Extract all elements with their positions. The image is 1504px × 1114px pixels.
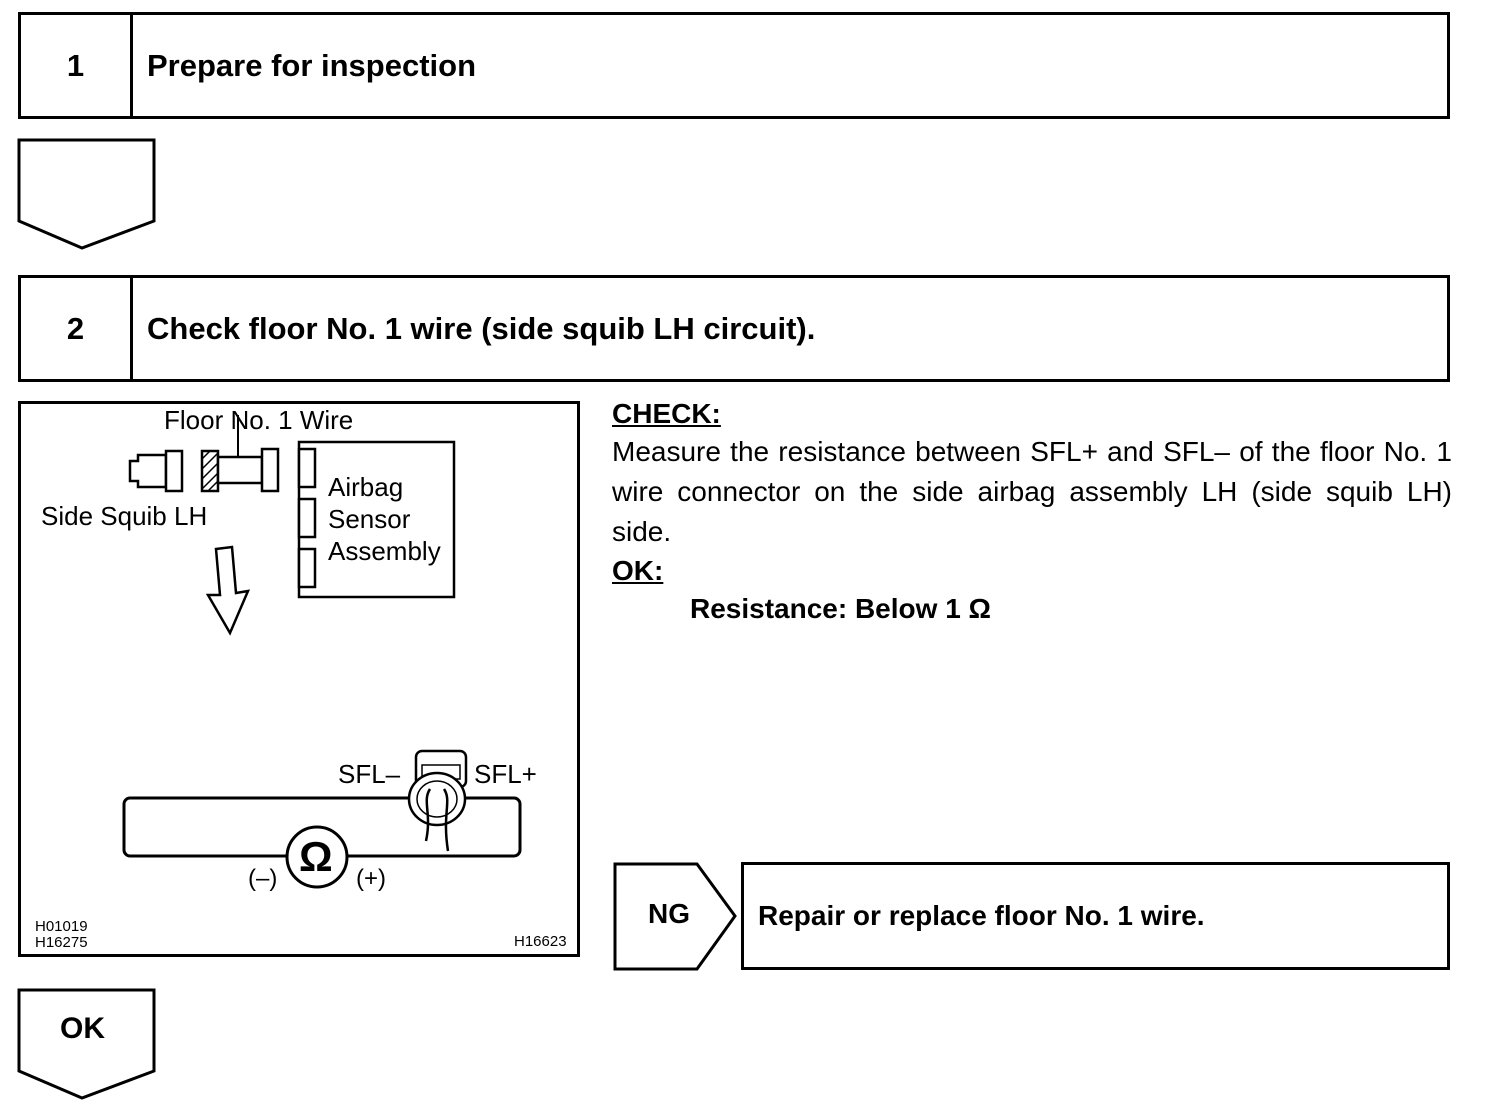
- ng-action-text: Repair or replace floor No. 1 wire.: [758, 900, 1205, 931]
- ohmmeter: [285, 825, 349, 889]
- ok-label: OK: [60, 1012, 105, 1045]
- step-2-header: 2 Check floor No. 1 wire (side squib LH …: [18, 275, 1450, 382]
- step-2-title: Check floor No. 1 wire (side squib LH ci…: [147, 310, 816, 346]
- step-1-header: 1 Prepare for inspection: [18, 12, 1450, 119]
- resistance-spec: Resistance: Below 1 Ω: [690, 593, 991, 624]
- down-arrow-icon: [205, 545, 251, 636]
- figure-code-right: H16623: [514, 933, 567, 950]
- airbag-sensor-label: Airbag Sensor Assembly: [328, 472, 441, 566]
- diagram-drawing: [18, 401, 580, 957]
- ng-right-arrow: [613, 862, 737, 971]
- check-section: CHECK: Measure the resistance between SF…: [612, 396, 1452, 628]
- side-squib-label: Side Squib LH: [41, 501, 208, 531]
- step-1-number: 1: [21, 15, 133, 116]
- ok-heading: OK:: [612, 555, 664, 586]
- step-2-number: 2: [21, 278, 133, 379]
- figure-codes-left: H01019 H16275: [35, 918, 88, 951]
- ng-action-box: Repair or replace floor No. 1 wire.: [741, 862, 1450, 970]
- side-squib-connector: [128, 453, 168, 489]
- sfl-minus-label: SFL–: [338, 759, 401, 789]
- check-text: Measure the resistance between SFL+ and …: [612, 436, 1452, 547]
- sfl-plus-label: SFL+: [474, 759, 537, 789]
- ohm-icon: Ω: [299, 833, 333, 880]
- floor-wire-label: Floor No. 1 Wire: [164, 405, 354, 435]
- plus-terminal-label: (+): [356, 865, 386, 892]
- check-heading: CHECK:: [612, 398, 721, 429]
- ok-down-arrow: [17, 988, 156, 1100]
- minus-terminal-label: (–): [248, 865, 278, 892]
- wiring-diagram: Floor No. 1 Wire Side Squib LH Airbag Se…: [18, 401, 580, 957]
- airbag-sensor-assembly: [297, 440, 456, 599]
- step-1-title: Prepare for inspection: [147, 47, 477, 83]
- down-arrow-1: [17, 138, 156, 250]
- ng-label: NG: [648, 898, 690, 929]
